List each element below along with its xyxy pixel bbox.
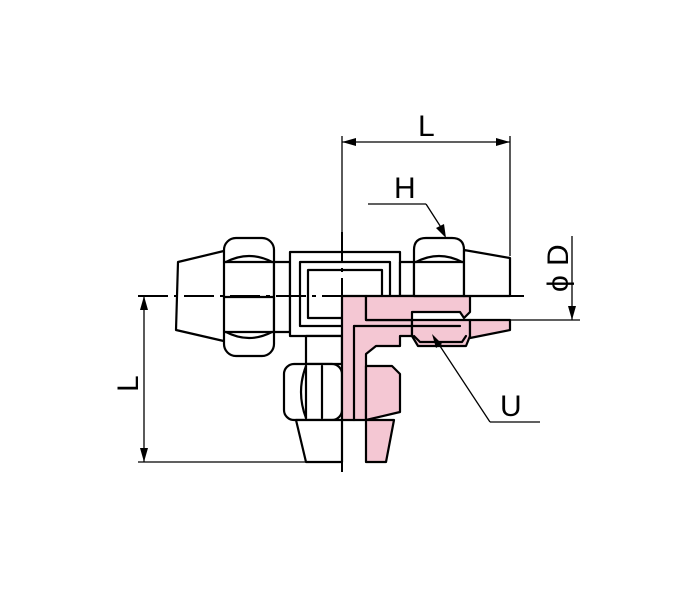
section-bottom-sleeve bbox=[364, 418, 396, 464]
bottom-hex-nut bbox=[282, 362, 344, 422]
label-diameter: D bbox=[542, 244, 575, 266]
label-diameter-symbol: ϕ bbox=[542, 275, 575, 292]
right-neck bbox=[398, 260, 416, 298]
label-length-top: L bbox=[418, 110, 435, 143]
section-bottom-nut bbox=[364, 364, 402, 422]
label-hex: H bbox=[394, 172, 416, 205]
section-right-sleeve bbox=[468, 318, 512, 340]
dimension-diameter: ϕ D bbox=[510, 236, 580, 321]
right-flare-sleeve bbox=[462, 248, 512, 298]
leader-union: U bbox=[432, 334, 540, 423]
dimension-side-length: L bbox=[112, 296, 306, 463]
bottom-neck bbox=[304, 334, 344, 366]
dimension-top-length: L bbox=[341, 110, 511, 256]
leader-hex: H bbox=[368, 172, 446, 238]
center-lines bbox=[138, 232, 524, 472]
section-body-horizontal bbox=[364, 294, 472, 322]
section-view bbox=[340, 294, 512, 464]
label-length-side: L bbox=[112, 375, 145, 392]
bottom-flare-sleeve bbox=[294, 418, 344, 464]
right-hex-nut bbox=[412, 236, 466, 298]
label-union: U bbox=[500, 390, 522, 423]
